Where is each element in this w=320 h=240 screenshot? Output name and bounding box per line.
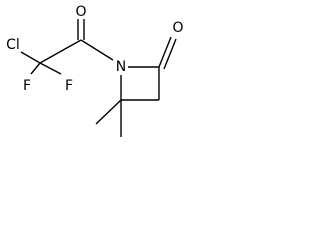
atom-label-oxygen-acyl: O bbox=[75, 4, 86, 20]
bonds bbox=[20, 19, 177, 137]
bond-ring-co-1 bbox=[158, 36, 172, 68]
atom-label-fluorine-right: F bbox=[65, 78, 73, 94]
atom-label-chlorine: Cl bbox=[6, 37, 20, 53]
bond-c-f-right bbox=[39, 62, 62, 75]
atom-label-fluorine-left: F bbox=[23, 78, 31, 94]
atom-label-oxygen-ring: O bbox=[172, 20, 183, 36]
bond-ring-co-2 bbox=[163, 38, 177, 70]
atom-label-nitrogen: N bbox=[116, 59, 126, 75]
bond-cf2-carbonyl bbox=[39, 39, 82, 64]
chemical-structure: Cl F F O O N bbox=[6, 4, 184, 137]
bond-c-f-left bbox=[30, 62, 41, 75]
atom-labels: Cl F F O O N bbox=[6, 4, 183, 94]
bond-carbonyl-n bbox=[80, 39, 114, 61]
bond-cl-c bbox=[20, 51, 41, 64]
bond-methyl-1 bbox=[95, 99, 122, 125]
